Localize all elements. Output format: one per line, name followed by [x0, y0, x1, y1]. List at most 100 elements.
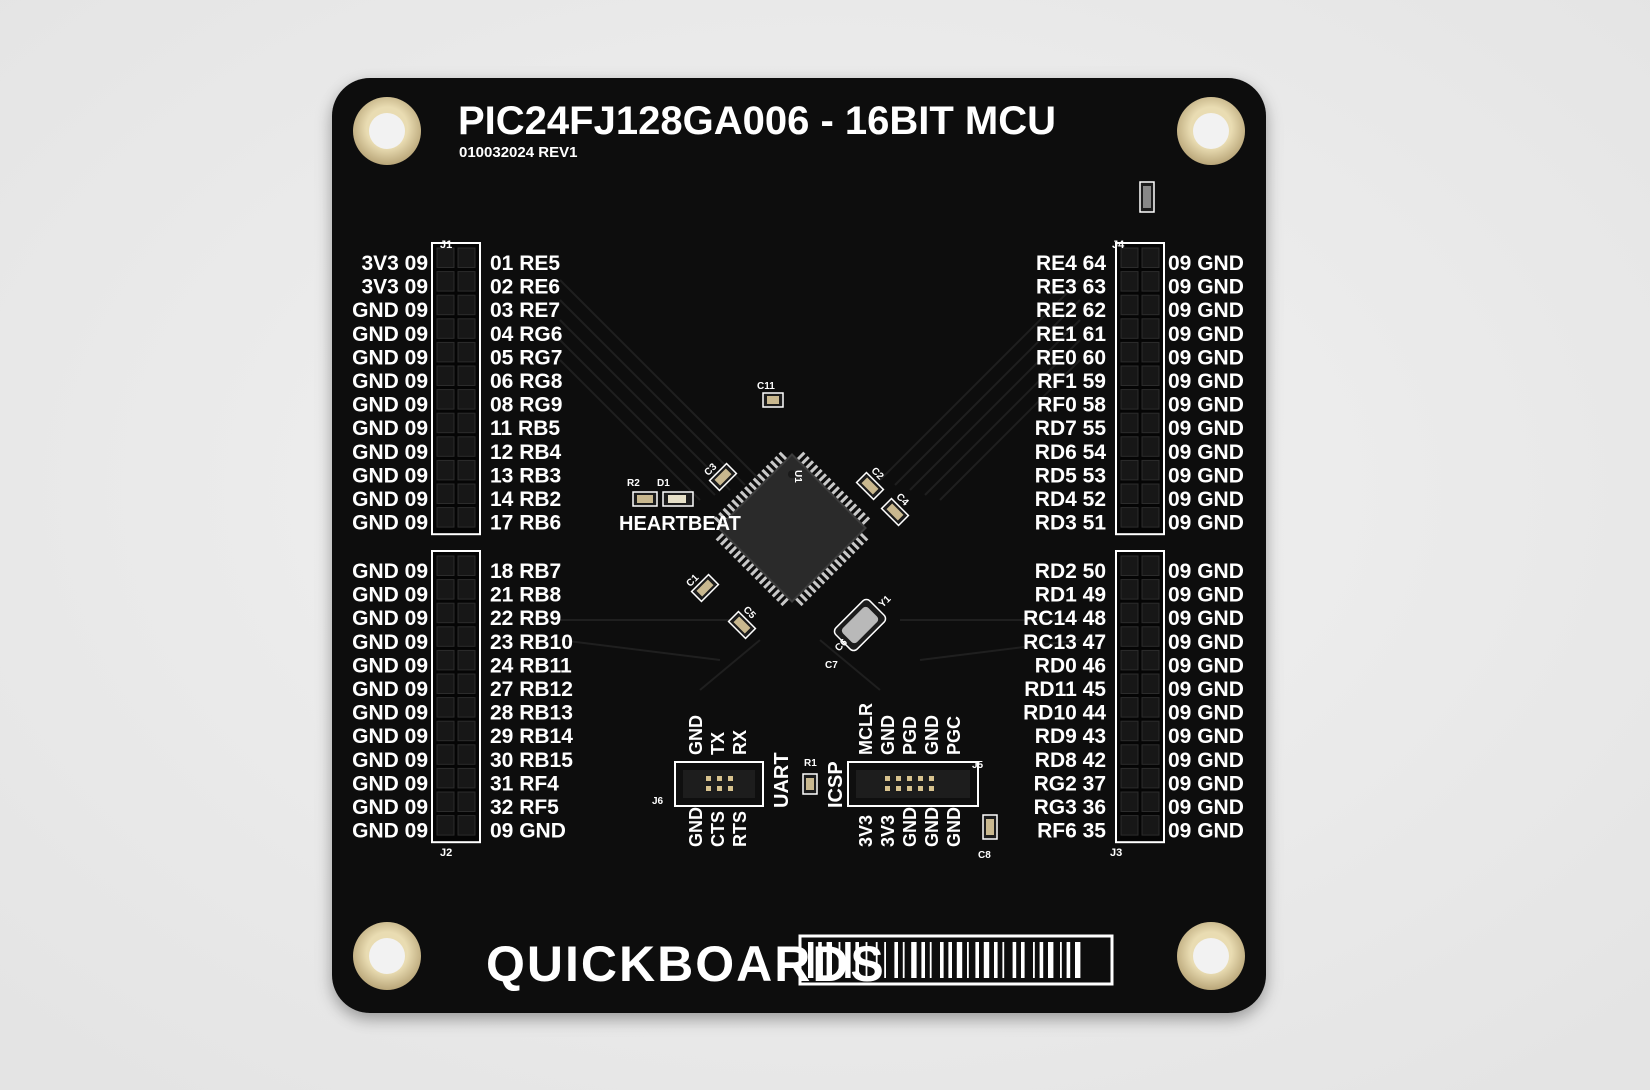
header-pin-socket: [436, 436, 455, 457]
barcode-bar: [1066, 942, 1071, 978]
pin-label: 09 GND: [1168, 584, 1244, 607]
pin-label: GND 09: [352, 417, 428, 440]
pin-label: GND 09: [352, 749, 428, 772]
pin-label: RC13 47: [1023, 631, 1106, 654]
header-pin-socket: [436, 720, 455, 742]
mcu-chip: [713, 451, 871, 607]
header-pin-socket: [1120, 697, 1139, 718]
header-pin-socket: [457, 412, 476, 434]
header-pin-socket: [1141, 602, 1160, 624]
pin-label: GND 09: [352, 725, 428, 748]
header-pin-socket: [1141, 389, 1160, 410]
icsp-label: ICSP: [825, 761, 847, 808]
pin-label: RE1 61: [1036, 323, 1106, 346]
header-pin-socket: [457, 294, 476, 316]
header-pin-socket: [1120, 341, 1139, 363]
icsp-pin-top-3: PGD: [900, 716, 920, 755]
pin-label: 28 RB13: [490, 702, 573, 725]
header-pin-socket: [457, 673, 476, 694]
pin-label: 02 RE6: [490, 276, 560, 299]
pin-label: RC14 48: [1023, 607, 1106, 630]
box-header-pin: [896, 776, 901, 781]
header-pin-socket: [457, 579, 476, 600]
pin-label: RD2 50: [1035, 560, 1106, 583]
header-pin-socket: [1141, 341, 1160, 363]
pin-label: RD0 46: [1035, 654, 1106, 677]
header-pin-socket: [436, 673, 455, 694]
icsp-pin-top-5: PGC: [944, 716, 964, 755]
barcode-bar: [1060, 942, 1062, 978]
pin-label: RE0 60: [1036, 346, 1106, 369]
header-pin-socket: [436, 744, 455, 765]
pin-label: RE2 62: [1036, 299, 1106, 322]
icsp-pin-bottom-5: GND: [944, 807, 964, 847]
header-pin-socket: [1141, 791, 1160, 812]
header-pin-socket: [1120, 412, 1139, 434]
passives: C11 R2 D1 HEARTBEAT C3 C2 C4: [619, 381, 998, 861]
uart-pin-top-3: RX: [730, 730, 750, 755]
barcode-bar: [956, 942, 963, 978]
pin-label: 09 GND: [490, 820, 566, 843]
header-pin-socket: [1120, 720, 1139, 742]
header-pin-socket: [436, 483, 455, 504]
header-pin-socket: [436, 389, 455, 410]
header-pin-socket: [436, 602, 455, 624]
pin-label: 3V3 09: [361, 252, 428, 275]
heartbeat-led: R2 D1 HEARTBEAT: [619, 478, 741, 535]
icsp-pin-bottom-3: GND: [900, 807, 920, 847]
icsp-pin-top-2: GND: [878, 715, 898, 755]
header-pin-socket: [1141, 626, 1160, 647]
box-header-pin: [896, 786, 901, 791]
header-pin-socket: [436, 318, 455, 339]
header-pin-socket: [1120, 767, 1139, 789]
pin-label: GND 09: [352, 394, 428, 417]
header-pin-socket: [1120, 815, 1139, 836]
barcode-bar: [826, 942, 832, 978]
pin-label: GND 09: [352, 512, 428, 535]
pin-label: 14 RB2: [490, 488, 561, 511]
header-pin-socket: [436, 365, 455, 386]
pin-label: GND 09: [352, 678, 428, 701]
pin-label: RD11 45: [1024, 678, 1106, 701]
chip-body: [717, 453, 867, 603]
header-pin-socket: [1141, 815, 1160, 836]
pin-label: 09 GND: [1168, 749, 1244, 772]
pin-label: 17 RB6: [490, 512, 561, 535]
barcode-bar: [855, 942, 859, 978]
pin-label: 05 RG7: [490, 346, 562, 369]
pin-label: 24 RB11: [490, 654, 572, 677]
pin-label: 09 GND: [1168, 323, 1244, 346]
pin-label: 09 GND: [1168, 299, 1244, 322]
pin-label: GND 09: [352, 464, 428, 487]
barcode-bars: [808, 942, 1081, 978]
header-j1: [431, 242, 481, 536]
header-pin-socket: [457, 247, 476, 268]
header-pin-socket: [457, 815, 476, 836]
pin-label: 18 RB7: [490, 560, 561, 583]
pin-label: 11 RB5: [490, 417, 560, 440]
header-pin-socket: [1120, 294, 1139, 316]
barcode-bar: [921, 942, 925, 978]
header-pin-socket: [436, 247, 455, 268]
mounting-hole-drill: [369, 113, 405, 149]
pin-label: 27 RB12: [490, 678, 573, 701]
header-pin-socket: [457, 459, 476, 481]
svg-text:R2: R2: [627, 478, 640, 489]
barcode-bar: [818, 942, 822, 978]
barcode-bar: [911, 942, 917, 978]
pin-label: GND 09: [352, 607, 428, 630]
header-pin-socket: [457, 389, 476, 410]
header-pin-socket: [457, 602, 476, 624]
capacitor-c4: C4: [880, 491, 911, 527]
uart-connector: J6 UART GND TX RX GND CTS RTS: [652, 715, 793, 847]
pin-label: 03 RE7: [490, 299, 560, 322]
pin-label: 09 GND: [1168, 417, 1244, 440]
ref-j1: J1: [440, 239, 452, 251]
barcode-bar: [875, 942, 878, 978]
header-pin-socket: [436, 767, 455, 789]
pin-label: GND 09: [352, 560, 428, 583]
pin-label: 12 RB4: [490, 441, 562, 464]
header-pin-socket: [457, 649, 476, 671]
header-pin-socket: [1120, 483, 1139, 504]
